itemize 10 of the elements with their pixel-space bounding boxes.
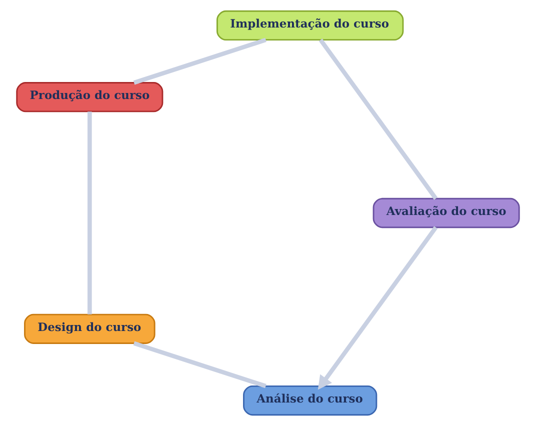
connector: [133, 38, 266, 85]
arrow: [318, 226, 438, 390]
connector: [88, 112, 92, 314]
node-box: Implementação do curso: [216, 10, 404, 41]
connector: [133, 341, 266, 388]
node-box: Design do curso: [24, 314, 156, 344]
node-box: Análise do curso: [243, 385, 378, 416]
connector: [318, 38, 438, 200]
node-box: Avaliação do curso: [372, 198, 520, 228]
node-box: Produção do curso: [16, 82, 164, 112]
